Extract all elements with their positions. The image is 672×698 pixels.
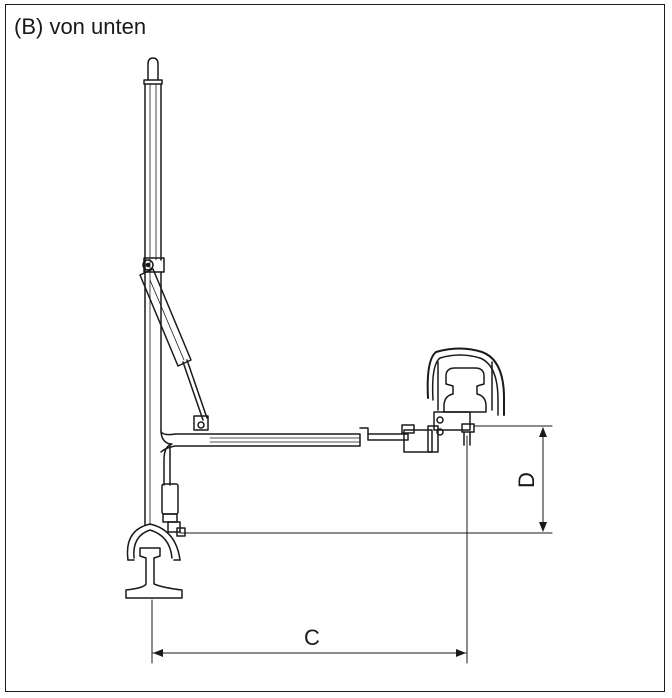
dimension-d [179,425,553,534]
gas-spring [139,268,209,431]
dimension-c [151,435,468,664]
bottom-rail-clamp [125,523,186,599]
horizontal-arm [160,424,439,453]
figure-frame [5,4,665,692]
dimension-d-label: D [514,472,539,488]
lower-hook [160,429,181,533]
figure-title: (B) von unten [14,14,147,39]
dimension-c-label: C [304,625,320,650]
vertical-mast [143,57,163,526]
top-rail-clamp [426,347,505,446]
